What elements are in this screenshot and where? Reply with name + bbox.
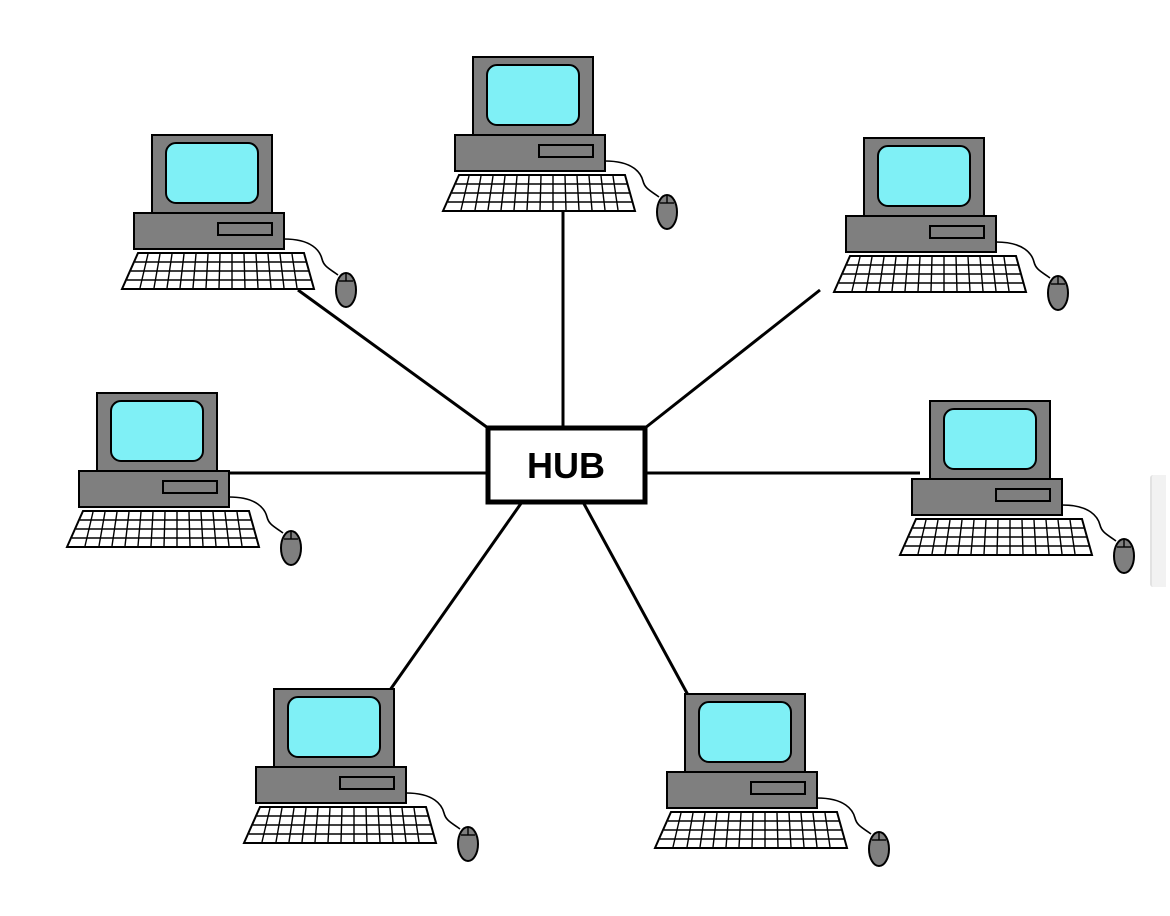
computer-top <box>442 56 678 230</box>
hub-label: HUB <box>527 445 605 486</box>
hub-box <box>485 425 648 505</box>
computer-lower-right <box>654 693 890 867</box>
network-links <box>228 206 920 696</box>
computer-upper-right <box>833 137 1069 311</box>
link-upper-right <box>644 288 821 430</box>
hub: HUB <box>485 425 648 505</box>
computer-middle-right <box>899 400 1135 574</box>
link-lower-left <box>388 501 524 691</box>
computer-middle-left <box>66 392 302 566</box>
computer-lower-left <box>243 688 479 862</box>
edge-tab <box>1150 475 1166 587</box>
link-upper-left <box>297 288 489 430</box>
computer-upper-left <box>121 134 357 308</box>
link-lower-right <box>581 501 690 696</box>
